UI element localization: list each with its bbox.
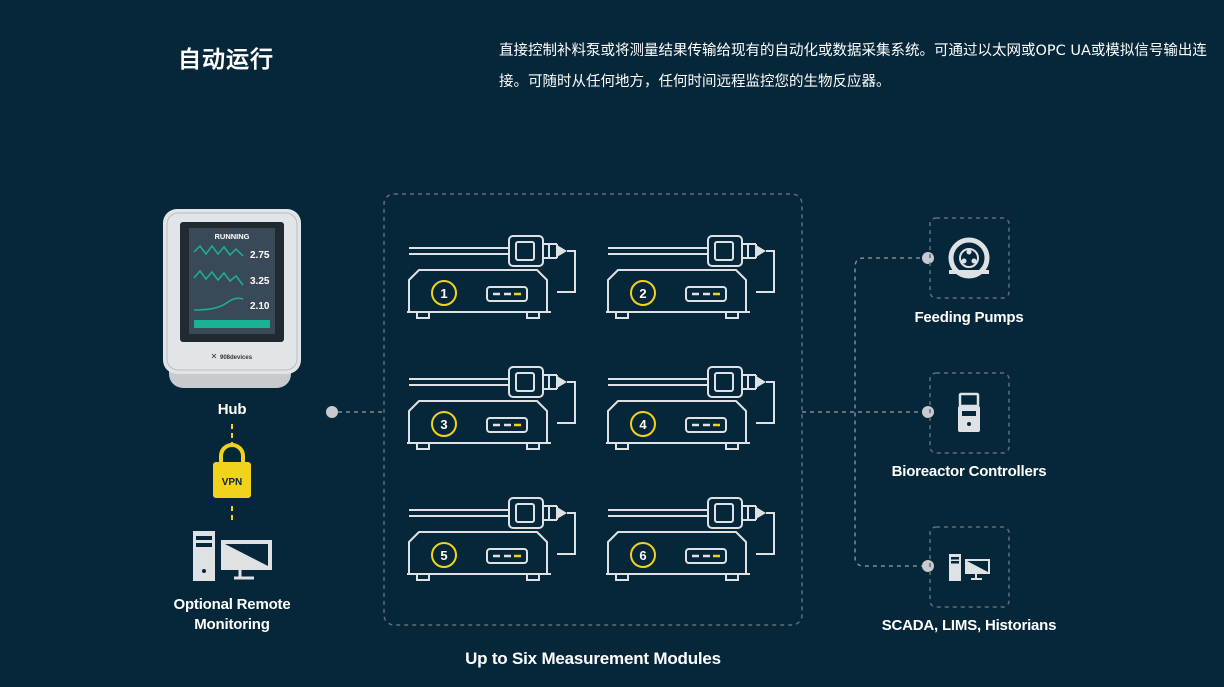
- modules-caption: Up to Six Measurement Modules: [465, 649, 721, 668]
- page-description: 直接控制补料泵或将测量结果传输给现有的自动化或数据采集系统。可通过以太网或OPC…: [499, 43, 1207, 90]
- pump-icon: [948, 237, 990, 279]
- output-box-pumps: [929, 217, 1010, 299]
- measurement-module-1: [405, 234, 577, 320]
- measurement-module-5: [405, 496, 577, 582]
- output-label-scada: SCADA, LIMS, Historians: [881, 617, 1057, 634]
- module-number: 3: [440, 417, 447, 432]
- hub-brand: 908devices: [220, 355, 253, 361]
- module-number: 4: [639, 417, 647, 432]
- output-port-dot: [922, 560, 934, 572]
- measurement-module-4: [604, 365, 776, 451]
- vpn-label: VPN: [222, 477, 243, 488]
- page-title: 自动运行: [178, 47, 274, 73]
- hub-screen-status: RUNNING: [215, 232, 250, 241]
- module-number: 1: [440, 286, 447, 301]
- output-port-dot: [922, 252, 934, 264]
- measurement-module-2: [604, 234, 776, 320]
- output-bus-line: [854, 257, 928, 567]
- hub-port-dot: [326, 406, 338, 418]
- lock-icon: [213, 443, 251, 498]
- hub-reading-2: 3.25: [250, 276, 270, 287]
- remote-monitoring-label-line2: Monitoring: [194, 616, 270, 633]
- hub-reading-3: 2.10: [250, 301, 270, 312]
- output-label-pumps: Feeding Pumps: [914, 309, 1024, 326]
- remote-monitoring-label-line1: Optional Remote: [173, 596, 291, 613]
- remote-monitoring-label: Optional Remote Monitoring: [152, 595, 312, 635]
- measurement-module-6: [604, 496, 776, 582]
- output-box-scada: [929, 526, 1010, 608]
- module-number: 5: [440, 548, 447, 563]
- output-box-controllers: [929, 372, 1010, 454]
- controller-icon: [958, 392, 980, 432]
- modules-container: [383, 193, 803, 626]
- module-number: 6: [639, 548, 646, 563]
- computer-icon: [949, 554, 990, 581]
- hub-label: Hub: [217, 401, 247, 418]
- module-number: 2: [639, 286, 646, 301]
- output-port-dot: [922, 406, 934, 418]
- hub-device: [163, 209, 301, 388]
- measurement-module-3: [405, 365, 577, 451]
- remote-computer-icon: [193, 531, 272, 581]
- hub-reading-1: 2.75: [250, 250, 270, 261]
- output-label-controllers: Bioreactor Controllers: [891, 463, 1047, 480]
